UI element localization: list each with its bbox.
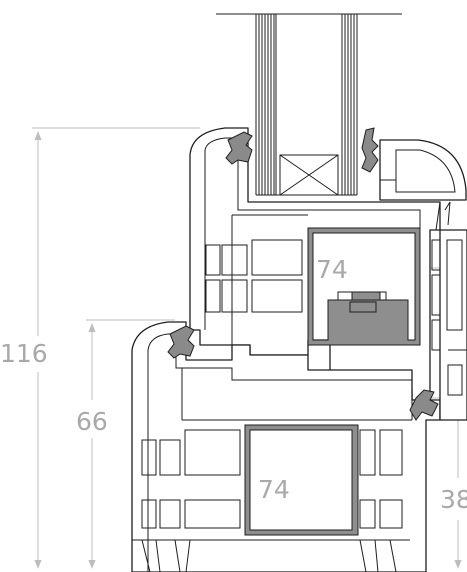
glazing-bead [379, 139, 467, 201]
gasket-frame [409, 389, 439, 421]
gasket-top-left [225, 131, 253, 165]
gaskets [167, 127, 439, 421]
gasket-sash [167, 325, 195, 359]
dim-lower-offset-label: 38 [440, 485, 467, 514]
steel-reinforcement-lower [244, 424, 359, 536]
glass-pane-left [255, 14, 275, 195]
dim-overall-height-label: 116 [0, 339, 48, 368]
gasket-top-right [361, 127, 379, 173]
outer-frame-right [439, 229, 467, 421]
dim-sash-depth-label: 74 [258, 475, 290, 504]
frame-profile [131, 321, 441, 572]
dim-frame-depth-label: 74 [316, 255, 348, 284]
dim-sash-height-label: 66 [76, 407, 108, 436]
glazing-unit [216, 13, 402, 196]
glass-pane-right [341, 14, 358, 195]
